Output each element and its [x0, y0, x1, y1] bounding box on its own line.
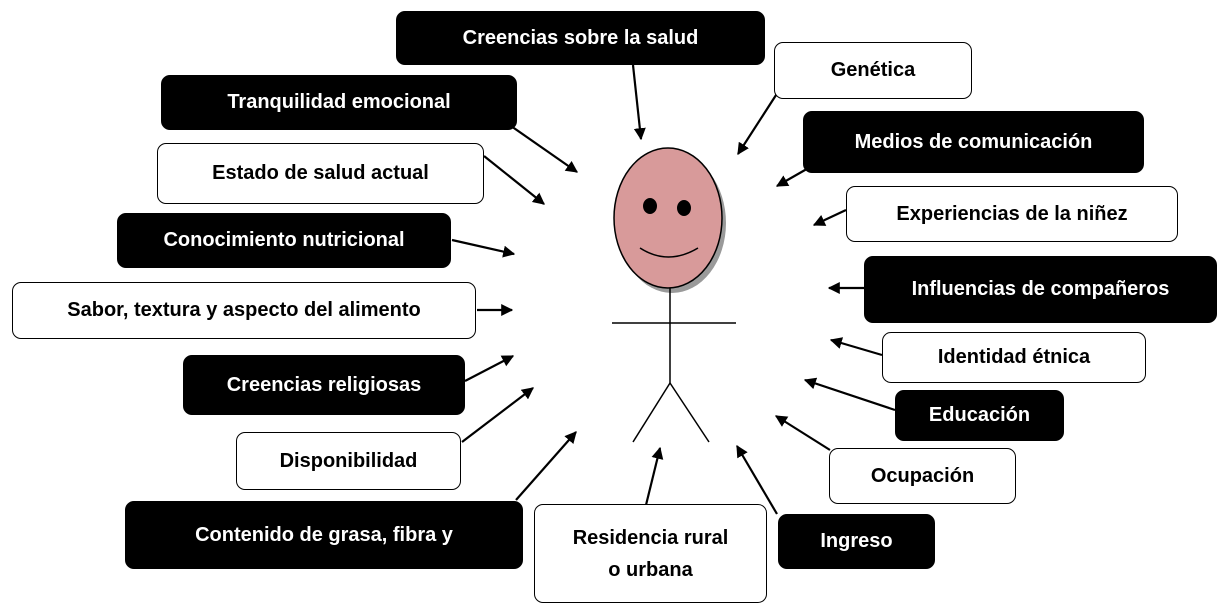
factor-label: Tranquilidad emocional [227, 91, 451, 113]
factor-label: Creencias sobre la salud [462, 26, 699, 49]
factor-box-creencias-salud: Creencias sobre la salud [396, 11, 765, 65]
factor-label: Disponibilidad [279, 449, 418, 472]
arrow-religiosas [464, 355, 515, 382]
factor-box-identidad: Identidad étnica [882, 332, 1146, 383]
factor-label: Ocupación [870, 464, 975, 487]
arrow-estado-salud [483, 155, 545, 205]
arrow-disponibilidad [461, 387, 534, 443]
smile [639, 247, 699, 258]
arrow-ocupacion [774, 415, 831, 451]
factor-label: Estado de salud actual [212, 162, 429, 184]
factor-label: Medios de comunicación [854, 130, 1093, 153]
factor-box-genetica: Genética [774, 42, 972, 99]
arrow-residencia [644, 446, 664, 506]
stick-figure [612, 147, 736, 443]
factor-box-conocimiento: Conocimiento nutricional [117, 213, 451, 268]
left-leg [632, 382, 671, 443]
factor-label: Ingreso [820, 530, 893, 552]
arrow-educacion [803, 377, 896, 412]
arrow-conocimiento [451, 238, 516, 258]
factor-box-estado-salud: Estado de salud actual [157, 143, 484, 204]
arrow-identidad [829, 337, 883, 357]
factor-box-religiosas: Creencias religiosas [183, 355, 465, 415]
factor-box-influencias: Influencias de compañeros [864, 256, 1217, 323]
factor-box-ocupacion: Ocupación [829, 448, 1016, 504]
factor-box-experiencias: Experiencias de la niñez [846, 186, 1178, 242]
factor-box-contenido: Contenido de grasa, fibra y [125, 501, 523, 569]
face [613, 147, 723, 289]
factor-box-educacion: Educación [895, 390, 1064, 441]
factor-label: Educación [928, 404, 1031, 426]
factor-box-tranquilidad: Tranquilidad emocional [161, 75, 517, 130]
arrow-contenido [515, 431, 577, 501]
factor-label: Residencia rural o urbana [572, 526, 729, 581]
factor-box-sabor: Sabor, textura y aspecto del alimento [12, 282, 476, 339]
factor-label: Influencias de compañeros [911, 278, 1170, 300]
left-eye [643, 198, 657, 214]
right-leg [669, 382, 710, 443]
arrow-genetica [737, 91, 779, 156]
factor-label: Creencias religiosas [226, 373, 422, 396]
factor-box-ingreso: Ingreso [778, 514, 935, 569]
factor-label: Contenido de grasa, fibra y [195, 523, 453, 546]
factor-label: Genética [830, 59, 916, 81]
arrow-ingreso [736, 444, 778, 515]
arrows [451, 64, 896, 515]
factor-label: Sabor, textura y aspecto del alimento [67, 299, 421, 321]
right-eye [677, 200, 691, 216]
factor-box-medios: Medios de comunicación [803, 111, 1144, 173]
factor-label: Identidad étnica [937, 346, 1091, 368]
factor-label: Conocimiento nutricional [163, 229, 405, 251]
arrow-experiencias [812, 209, 847, 226]
arrow-tranquilidad [510, 125, 578, 173]
factor-label: Experiencias de la niñez [896, 202, 1128, 225]
arrow-creencias-salud [631, 64, 646, 141]
factor-box-disponibilidad: Disponibilidad [236, 432, 461, 490]
factor-box-residencia: Residencia rural o urbana [534, 504, 767, 603]
